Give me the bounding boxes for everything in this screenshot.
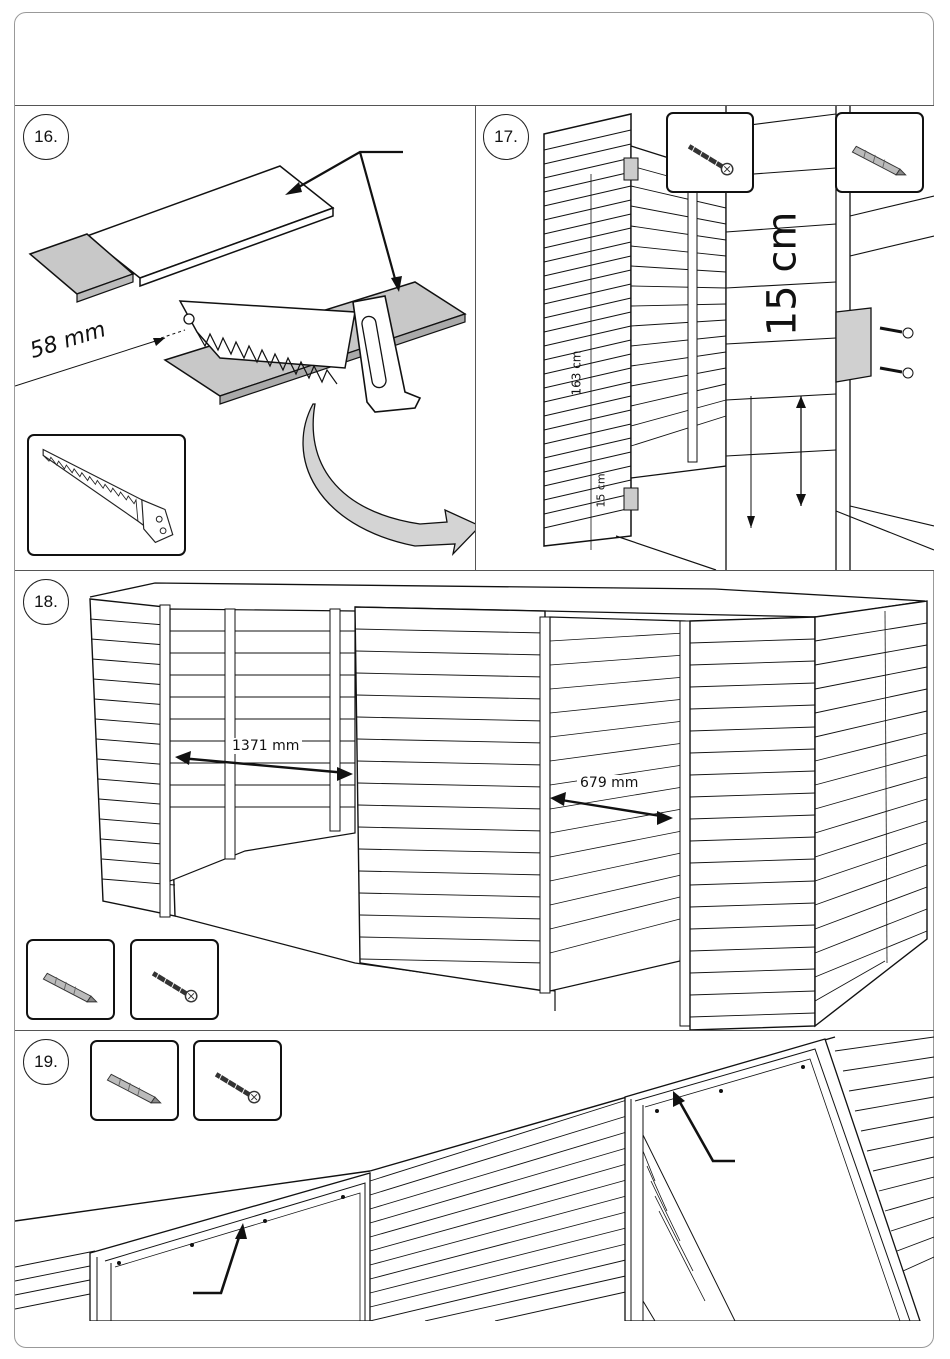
screw-tool-box-19: [193, 1040, 282, 1121]
step-number-18: 18.: [23, 579, 69, 625]
drill-bit-icon: [837, 114, 922, 191]
saw-tool-box: [27, 434, 186, 556]
drill-bit-icon: [28, 941, 113, 1018]
step-17-panel: 17.: [476, 106, 934, 570]
dimension-15cm-small: 15 cm: [595, 473, 608, 507]
screw-icon: [668, 114, 752, 191]
screw-icon: [132, 941, 217, 1018]
dimension-163cm: 163 cm: [570, 350, 584, 395]
step-number-19: 19.: [23, 1039, 69, 1085]
step-16-panel: 16. 58 mm: [15, 106, 475, 570]
drill-bit-tool-box-19: [90, 1040, 179, 1121]
screw-tool-box: [666, 112, 754, 193]
step-number-16: 16.: [23, 114, 69, 160]
drill-bit-tool-box-18: [26, 939, 115, 1020]
drill-bit-icon: [92, 1042, 177, 1119]
step-19-panel: 19.: [15, 1031, 934, 1321]
dimension-679mm: 679 mm: [577, 775, 641, 791]
step-18-panel: 18.: [15, 571, 934, 1030]
dimension-15cm-detail: 15 cm: [759, 212, 805, 337]
dimension-1371mm: 1371 mm: [229, 738, 302, 754]
step-number-17: 17.: [483, 114, 529, 160]
saw-icon: [29, 436, 184, 554]
drill-bit-tool-box: [835, 112, 924, 193]
screw-tool-box-18: [130, 939, 219, 1020]
screw-icon: [195, 1042, 280, 1119]
